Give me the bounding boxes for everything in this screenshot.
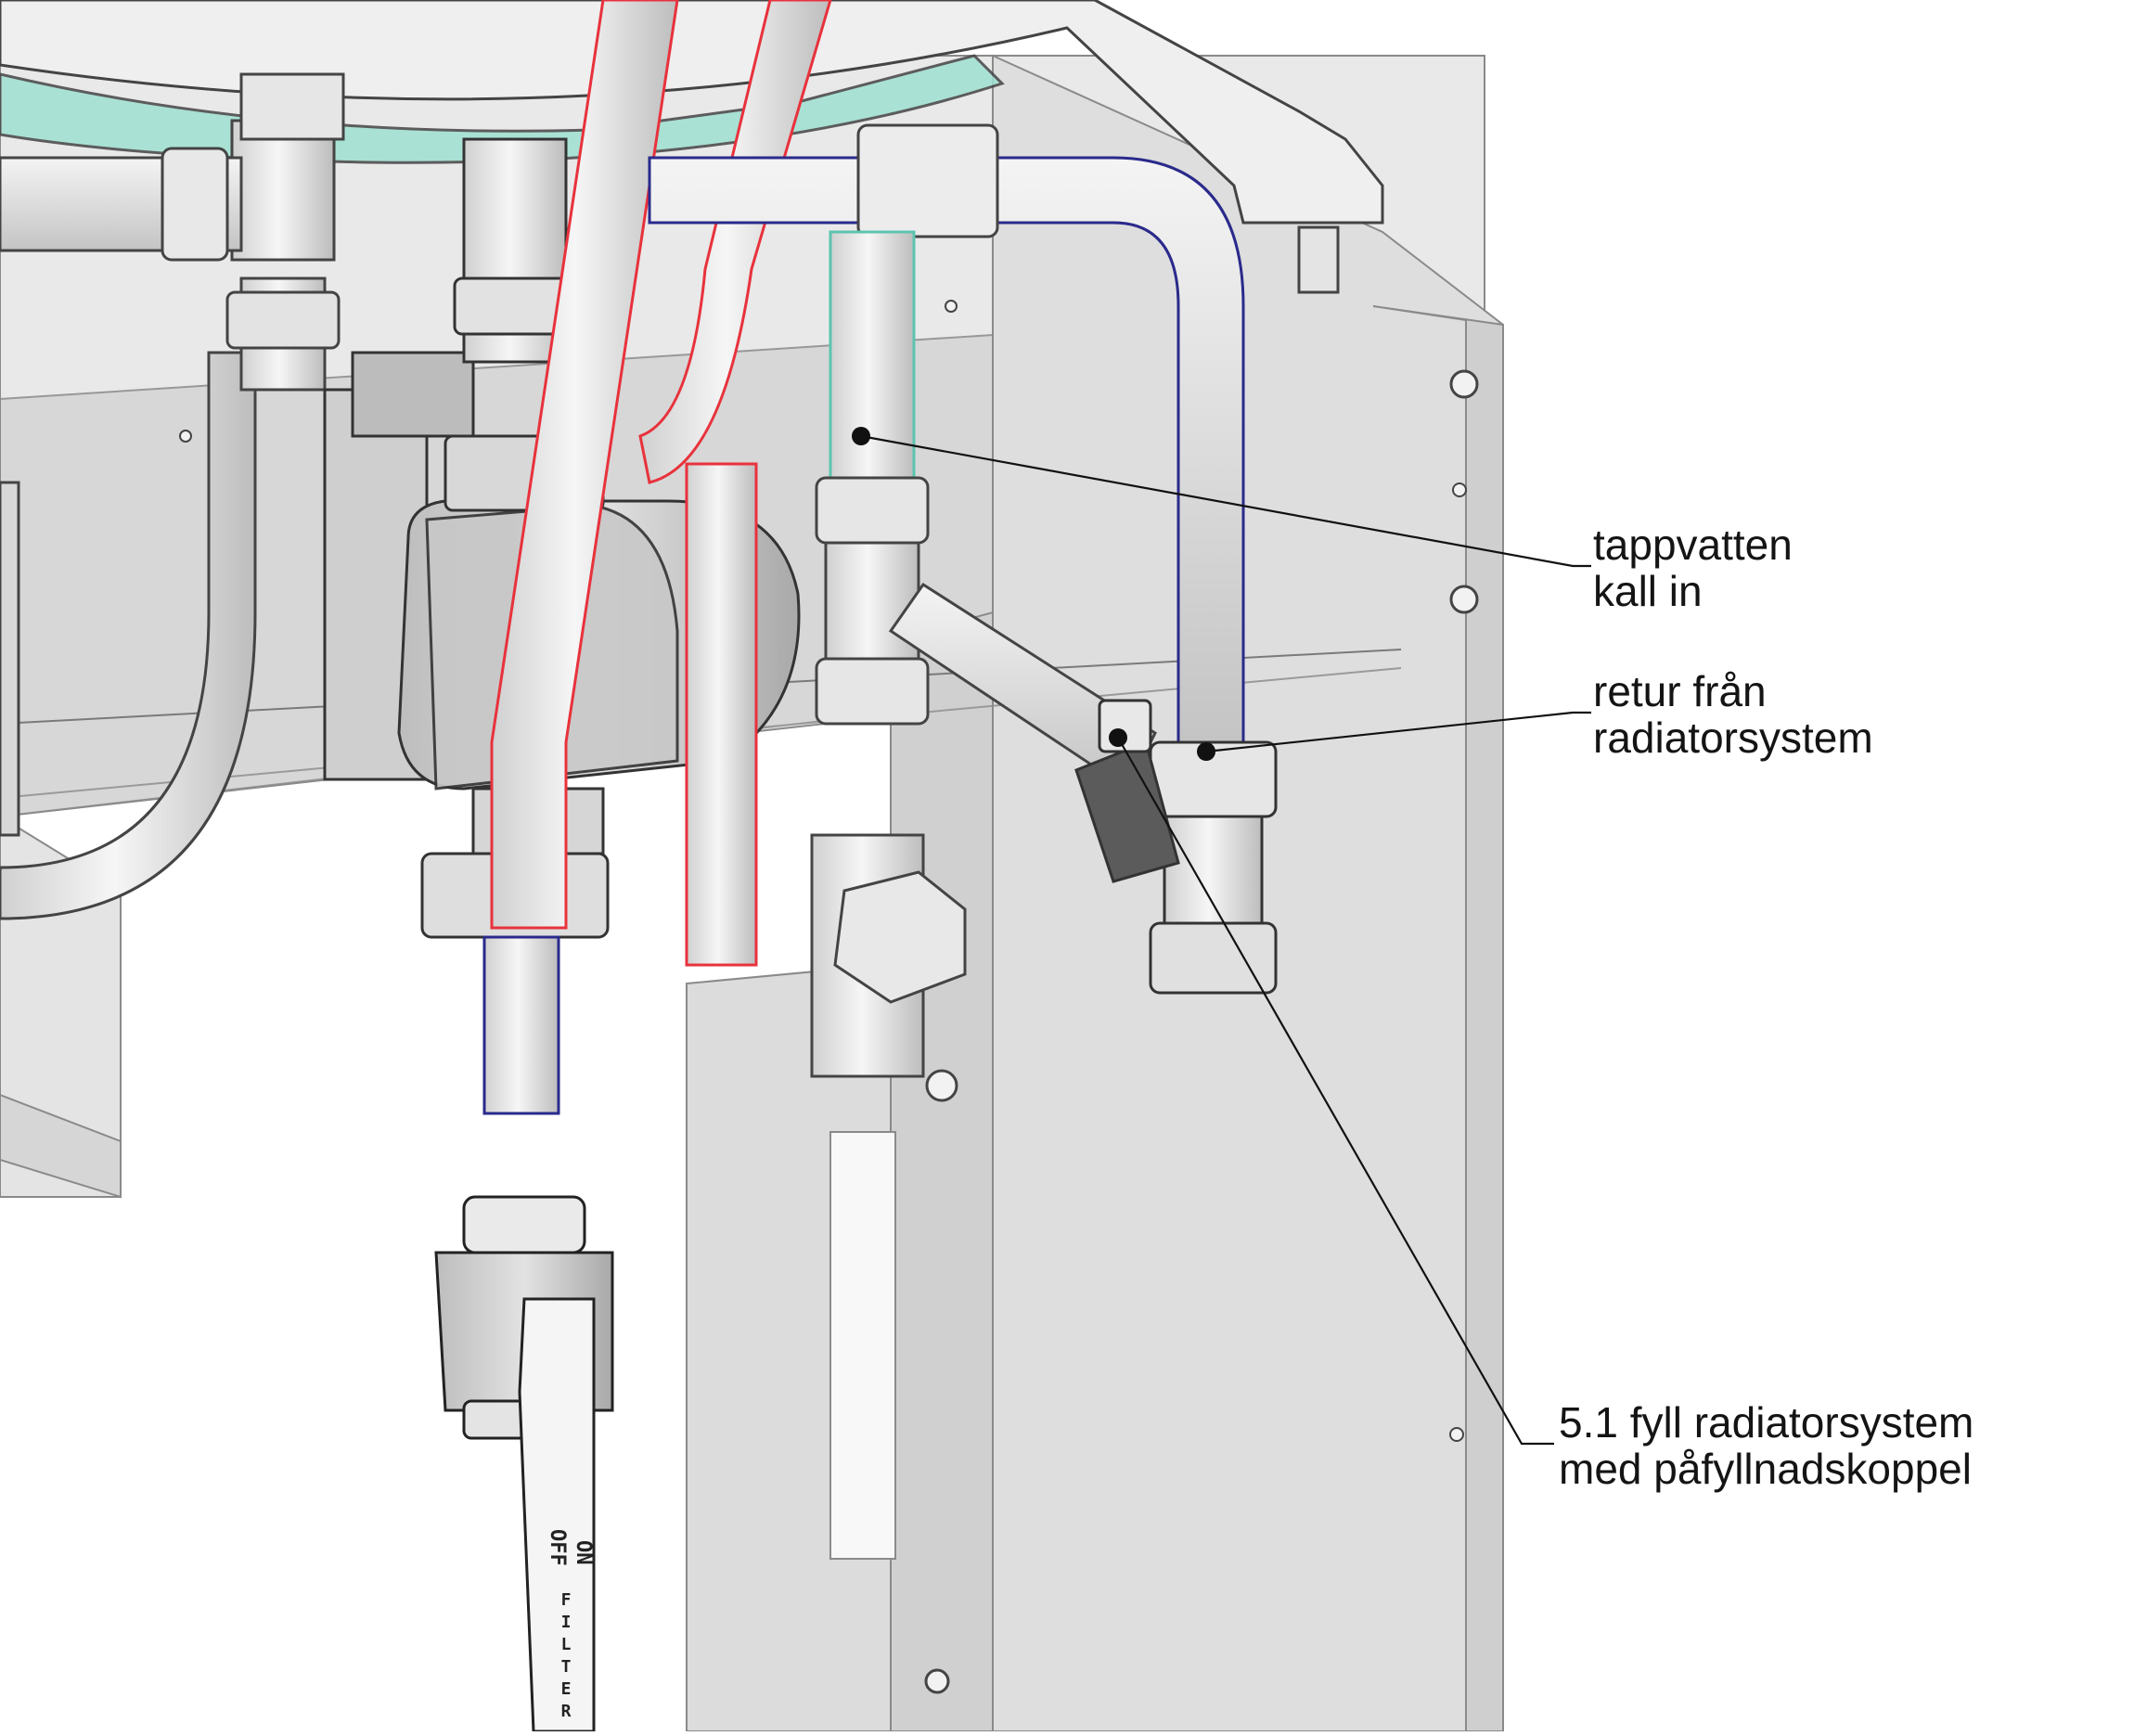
return-elbow-cover [856, 123, 999, 238]
label-plate [829, 1131, 896, 1560]
screw-1 [1449, 369, 1479, 399]
callout-fyll-line-1: 5.1 fyll radiatorsystem [1559, 1398, 1974, 1447]
dot-retur [1197, 742, 1215, 761]
return-pipe [648, 123, 1245, 744]
callout-fyll-line-2: med påfyllnadskoppel [1559, 1445, 1972, 1493]
valve-handle [518, 1297, 596, 1733]
diagonal-pipe [888, 582, 1157, 791]
leader-tappvatten [860, 434, 1591, 568]
cold-inlet-nut-top [815, 476, 930, 545]
return-connection [1074, 699, 1278, 995]
left-top-fitting [239, 72, 345, 141]
ball-valve [434, 1195, 614, 1733]
panel-screws [179, 300, 1479, 1694]
return-loop [648, 156, 1245, 744]
callout-tappvatten-line-2: kall in [1593, 567, 1703, 615]
filter-letter-4: T [561, 1657, 572, 1677]
return-body [1163, 815, 1264, 930]
screw-2 [1449, 585, 1479, 614]
callout-retur-line-1: retur från [1593, 667, 1767, 715]
cold-inlet-tee [824, 541, 920, 665]
cold-inlet-pipe [829, 230, 916, 503]
left-nut-1 [225, 290, 341, 350]
dot-fyll [1109, 728, 1127, 747]
left-bracket [0, 1093, 122, 1199]
cold-pipe-down [482, 935, 560, 1115]
hot-pipes [490, 0, 832, 967]
filter-cap [833, 870, 967, 1004]
hot-pipe-down [685, 462, 758, 967]
cold-inlet-nut-bottom [815, 657, 930, 726]
left-union-nut [161, 147, 229, 262]
left-loop-pipe [0, 72, 345, 920]
hot-pipe-second [638, 0, 832, 484]
callout-retur: retur från radiatorsystem [1593, 668, 1873, 761]
filter-letter-2: I [561, 1613, 572, 1632]
hole-2 [1449, 1427, 1464, 1442]
filter-letter-5: E [561, 1679, 572, 1699]
callout-tappvatten-line-1: tappvatten [1593, 521, 1793, 569]
valve-on-label: ON [572, 1540, 595, 1565]
left-tee-body [230, 119, 336, 262]
center-inner-panel [890, 611, 994, 1732]
cold-inlet-assembly [810, 230, 1157, 1078]
callout-fyll: 5.1 fyll radiatorsystem med påfyllnadsko… [1559, 1399, 1973, 1492]
tank-foot [1297, 225, 1340, 294]
hot-pipe-main [490, 0, 679, 930]
callout-retur-line-2: radiatorsystem [1593, 714, 1873, 762]
valve-top-fitting [462, 1195, 586, 1254]
return-nut-bottom [1149, 921, 1278, 995]
leader-fyll [1117, 737, 1554, 1446]
screw-3 [925, 1069, 958, 1102]
filter-letter-1: F [561, 1590, 572, 1610]
valve-handle-text: ON OFF F I L T E R [546, 1529, 595, 1721]
callout-leaders [860, 434, 1591, 1446]
filter-letter-3: L [561, 1635, 572, 1654]
leader-retur [1205, 711, 1591, 753]
hole-3 [179, 430, 192, 443]
valve-off-label: OFF [546, 1529, 569, 1566]
callout-dots [852, 427, 1215, 761]
screw-4 [924, 1668, 950, 1694]
dot-tappvatten [852, 427, 870, 445]
left-edge-pipe [0, 481, 20, 837]
filter-letter-6: R [561, 1702, 572, 1721]
hole-4 [945, 300, 958, 313]
pump-top-housing [351, 351, 475, 438]
fill-coupling-handle [1098, 699, 1152, 753]
left-loop [0, 351, 257, 920]
hole-1 [1452, 482, 1467, 497]
callout-tappvatten: tappvatten kall in [1593, 521, 1793, 614]
